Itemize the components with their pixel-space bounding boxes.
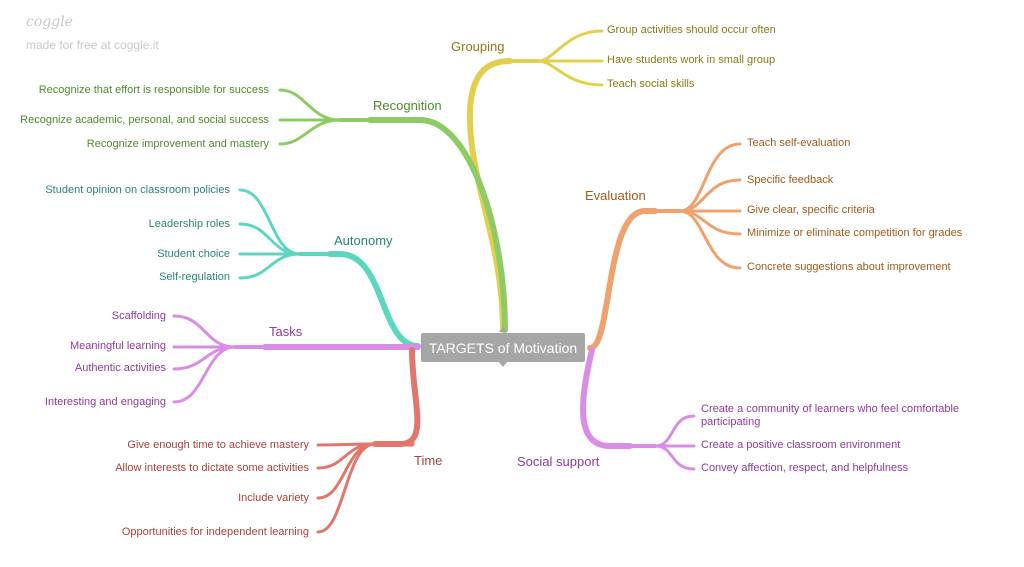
grouping-item[interactable]: Have students work in small group: [607, 54, 776, 66]
social-support-item[interactable]: Create a community of learners who feel …: [701, 403, 960, 428]
autonomy-leaf-link: [238, 222, 302, 256]
central-topic[interactable]: TARGETS of Motivation: [421, 333, 585, 362]
autonomy-item[interactable]: Student opinion on classroom policies: [45, 184, 230, 196]
time-leaf-link: [316, 442, 377, 534]
branch-title-tasks[interactable]: Tasks: [269, 324, 303, 339]
recognition-link: [367, 117, 508, 333]
autonomy-link: [327, 251, 421, 349]
time-leaf-link: [316, 442, 377, 500]
recognition-item[interactable]: Recognize improvement and mastery: [86, 138, 269, 150]
coggle-tagline: made for free at coggle.it: [26, 38, 159, 52]
time-item[interactable]: Allow interests to dictate some activiti…: [115, 462, 309, 474]
tasks-item[interactable]: Authentic activities: [74, 362, 166, 374]
autonomy-leaf-link: [238, 252, 302, 280]
autonomy-item[interactable]: Leadership roles: [148, 218, 230, 230]
tasks-item[interactable]: Interesting and engaging: [44, 396, 166, 408]
center-bottom-handle[interactable]: [499, 362, 507, 367]
grouping-leaf-link: [536, 29, 604, 63]
social-support-item[interactable]: Convey affection, respect, and helpfulne…: [701, 462, 909, 474]
branch-title-grouping[interactable]: Grouping: [451, 39, 505, 54]
branch-title-autonomy[interactable]: Autonomy: [334, 233, 393, 248]
social-support-link: [580, 347, 633, 449]
grouping-link: [466, 58, 513, 333]
branch-title-social-support[interactable]: Social support: [517, 454, 600, 469]
autonomy-leaf-link: [238, 188, 302, 256]
recognition-leaf-link: [278, 118, 342, 146]
recognition-item[interactable]: Recognize academic, personal, and social…: [20, 114, 269, 126]
time-item[interactable]: Include variety: [238, 492, 309, 504]
social-support-leaf-link: [653, 414, 696, 448]
evaluation-item[interactable]: Teach self-evaluation: [747, 137, 851, 149]
branch-title-time[interactable]: Time: [414, 453, 443, 468]
autonomy-item[interactable]: Student choice: [157, 248, 230, 260]
evaluation-leaf-link: [678, 209, 742, 270]
time-item[interactable]: Give enough time to achieve mastery: [127, 439, 309, 451]
branch-title-evaluation[interactable]: Evaluation: [585, 188, 646, 203]
recognition-item[interactable]: Recognize that effort is responsible for…: [38, 84, 269, 96]
grouping-leaf-link: [536, 59, 604, 87]
social-support-leaf-link: [653, 444, 696, 471]
evaluation-item[interactable]: Concrete suggestions about improvement: [747, 261, 951, 273]
branch-title-recognition[interactable]: Recognition: [373, 98, 442, 113]
social-support-item[interactable]: Create a positive classroom environment: [701, 439, 901, 451]
center-top-handle[interactable]: [499, 327, 507, 332]
tasks-item[interactable]: Meaningful learning: [69, 340, 166, 352]
autonomy-item[interactable]: Self-regulation: [159, 271, 230, 283]
evaluation-item[interactable]: Minimize or eliminate competition for gr…: [747, 227, 963, 239]
time-item[interactable]: Opportunities for independent learning: [121, 526, 309, 538]
coggle-logo: coggle: [26, 14, 73, 30]
time-link: [372, 347, 421, 447]
grouping-item[interactable]: Teach social skills: [607, 78, 695, 90]
tasks-item[interactable]: Scaffolding: [111, 310, 166, 322]
tasks-leaf-link: [172, 314, 237, 349]
evaluation-item[interactable]: Specific feedback: [747, 174, 834, 186]
evaluation-leaf-link: [678, 142, 742, 213]
grouping-item[interactable]: Group activities should occur often: [607, 24, 776, 36]
evaluation-link: [587, 208, 658, 351]
recognition-leaf-link: [278, 88, 342, 122]
evaluation-item[interactable]: Give clear, specific criteria: [747, 204, 875, 216]
tasks-leaf-link: [172, 345, 237, 404]
